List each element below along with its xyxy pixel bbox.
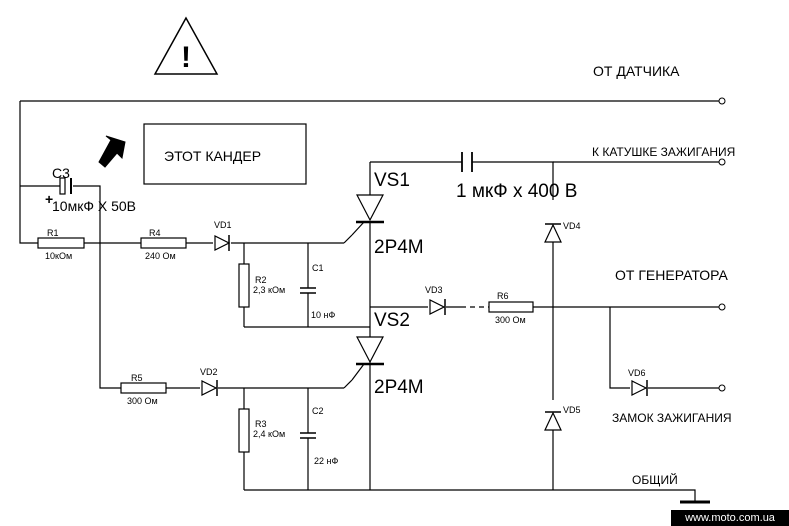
r6-value: 300 Ом xyxy=(495,315,526,325)
capacitor-main xyxy=(461,152,473,172)
thyristor-vs2 xyxy=(351,336,384,381)
terminal-ignition-lock xyxy=(718,384,726,392)
c2-name: C2 xyxy=(312,406,324,416)
c1-value: 10 нФ xyxy=(311,310,335,320)
resistor-r6 xyxy=(488,301,534,313)
vd5-name: VD5 xyxy=(563,405,581,415)
warning-mark: ! xyxy=(181,41,191,74)
diode-vd2 xyxy=(201,380,218,396)
r5-name: R5 xyxy=(131,373,143,383)
r3-name: R3 xyxy=(255,419,267,429)
label-to-coil: К КАТУШКЕ ЗАЖИГАНИЯ xyxy=(592,145,735,159)
vd4-name: VD4 xyxy=(563,221,581,231)
vd6-name: VD6 xyxy=(628,368,646,378)
vd3-name: VD3 xyxy=(425,285,443,295)
capacitor-c3 xyxy=(59,177,72,195)
vs2-type: 2P4M xyxy=(374,377,424,398)
resistor-r4 xyxy=(140,237,187,249)
terminal-generator xyxy=(718,303,726,311)
main-capacitor-value: 1 мкФ x 400 В xyxy=(456,181,577,202)
vd2-name: VD2 xyxy=(200,367,218,377)
r4-value: 240 Ом xyxy=(145,251,176,261)
warning-triangle-icon: ! xyxy=(153,16,219,75)
label-ignition-lock: ЗАМОК ЗАЖИГАНИЯ xyxy=(612,411,732,425)
resistor-r3 xyxy=(238,408,250,453)
r5-value: 300 Ом xyxy=(127,396,158,406)
thyristor-vs1 xyxy=(351,194,384,236)
diode-vd3 xyxy=(429,299,446,315)
this-cap-label: ЭТОТ КАНДЕР xyxy=(164,148,261,164)
watermark: www.moto.com.ua xyxy=(671,510,789,526)
diode-vd4 xyxy=(544,223,562,243)
vs1-name: VS1 xyxy=(374,170,410,191)
pointer-arrow-icon xyxy=(98,135,126,168)
terminal-coil xyxy=(718,158,726,166)
diode-vd1 xyxy=(214,235,231,251)
r1-name: R1 xyxy=(47,228,59,238)
resistor-r2 xyxy=(238,263,250,308)
resistor-r1 xyxy=(37,237,85,249)
r4-name: R4 xyxy=(149,228,161,238)
terminal-sensor xyxy=(718,97,726,105)
c3-value: 10мкФ X 50В xyxy=(52,198,136,214)
label-from-sensor: ОТ ДАТЧИКА xyxy=(593,63,680,79)
r2-value: 2,3 кОм xyxy=(253,285,285,295)
r6-name: R6 xyxy=(497,291,509,301)
wires xyxy=(19,100,720,504)
c3-plus: + xyxy=(45,191,53,207)
label-from-generator: ОТ ГЕНЕРАТОРА xyxy=(615,267,729,283)
vs2-name: VS2 xyxy=(374,310,410,331)
r3-value: 2,4 кОм xyxy=(253,429,285,439)
resistor-r5 xyxy=(120,382,167,394)
vs1-type: 2P4M xyxy=(374,237,424,258)
diode-vd6 xyxy=(631,380,648,396)
vd1-name: VD1 xyxy=(214,220,232,230)
diode-vd5 xyxy=(544,411,562,431)
c1-name: C1 xyxy=(312,263,324,273)
c2-value: 22 нФ xyxy=(314,456,338,466)
capacitor-c1 xyxy=(300,287,316,294)
label-common: ОБЩИЙ xyxy=(632,472,678,487)
r1-value: 10кОм xyxy=(45,251,72,261)
r2-name: R2 xyxy=(255,275,267,285)
capacitor-c2 xyxy=(300,432,316,439)
this-cap-box xyxy=(143,123,307,185)
c3-name: C3 xyxy=(52,165,70,181)
